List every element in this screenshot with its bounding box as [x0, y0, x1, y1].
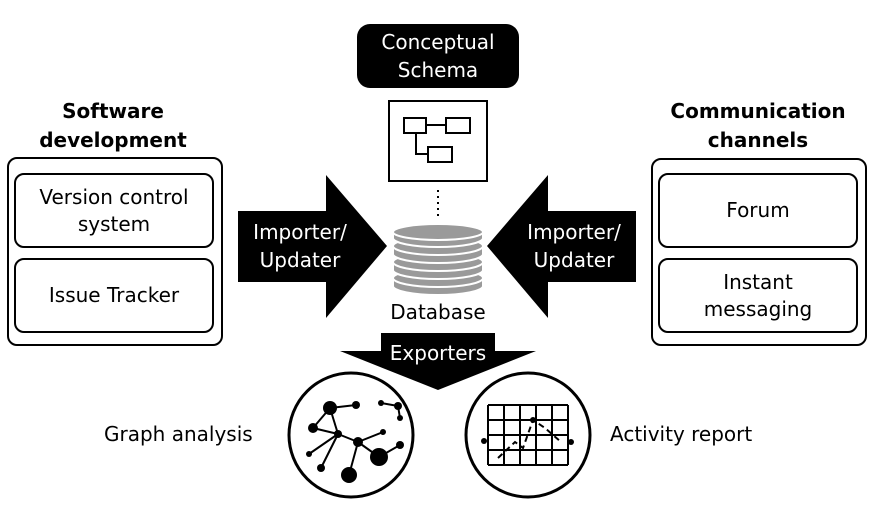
- issue-tracker-box: Issue Tracker: [14, 258, 214, 333]
- issue-tracker-label: Issue Tracker: [48, 283, 180, 307]
- schema-label-line2: Schema: [397, 58, 479, 82]
- software-development-heading: Software development: [10, 97, 216, 155]
- right-importer-label: Importer/ Updater: [512, 218, 636, 274]
- communication-heading-line1: Communication: [670, 99, 846, 123]
- exporters-label: Exporters: [389, 341, 487, 365]
- activity-report-label: Activity report: [610, 422, 753, 446]
- software-heading-line2: development: [39, 128, 187, 152]
- right-importer-line1: Importer/: [527, 220, 621, 244]
- communication-heading-line2: channels: [707, 128, 809, 152]
- database-label: Database: [390, 300, 486, 324]
- conceptual-schema-label: Conceptual Schema: [357, 24, 519, 88]
- exporters-arrow: [340, 333, 536, 390]
- instant-messaging-line1: Instant: [723, 269, 793, 294]
- version-control-line2: system: [77, 211, 151, 236]
- uml-diagram-icon: [388, 100, 488, 182]
- database-icon: [392, 223, 484, 296]
- forum-label: Forum: [726, 198, 790, 222]
- instant-messaging-box: Instant messaging: [658, 258, 858, 333]
- forum-box: Forum: [658, 173, 858, 248]
- left-importer-line1: Importer/: [253, 220, 347, 244]
- version-control-system-box: Version control system: [14, 173, 214, 248]
- schema-connector: [437, 190, 439, 218]
- left-importer-arrow: [238, 175, 387, 318]
- software-heading-line1: Software: [62, 99, 164, 123]
- graph-network-icon: [287, 371, 415, 499]
- left-importer-line2: Updater: [259, 248, 341, 272]
- graph-analysis-label: Graph analysis: [104, 422, 253, 446]
- right-importer-arrow: [487, 175, 636, 318]
- left-importer-label: Importer/ Updater: [238, 218, 362, 274]
- activity-chart-icon: [464, 371, 592, 499]
- schema-label-line1: Conceptual: [381, 30, 495, 54]
- version-control-line1: Version control: [39, 184, 189, 209]
- communication-channels-heading: Communication channels: [650, 97, 866, 155]
- right-importer-line2: Updater: [533, 248, 615, 272]
- instant-messaging-line2: messaging: [703, 296, 813, 321]
